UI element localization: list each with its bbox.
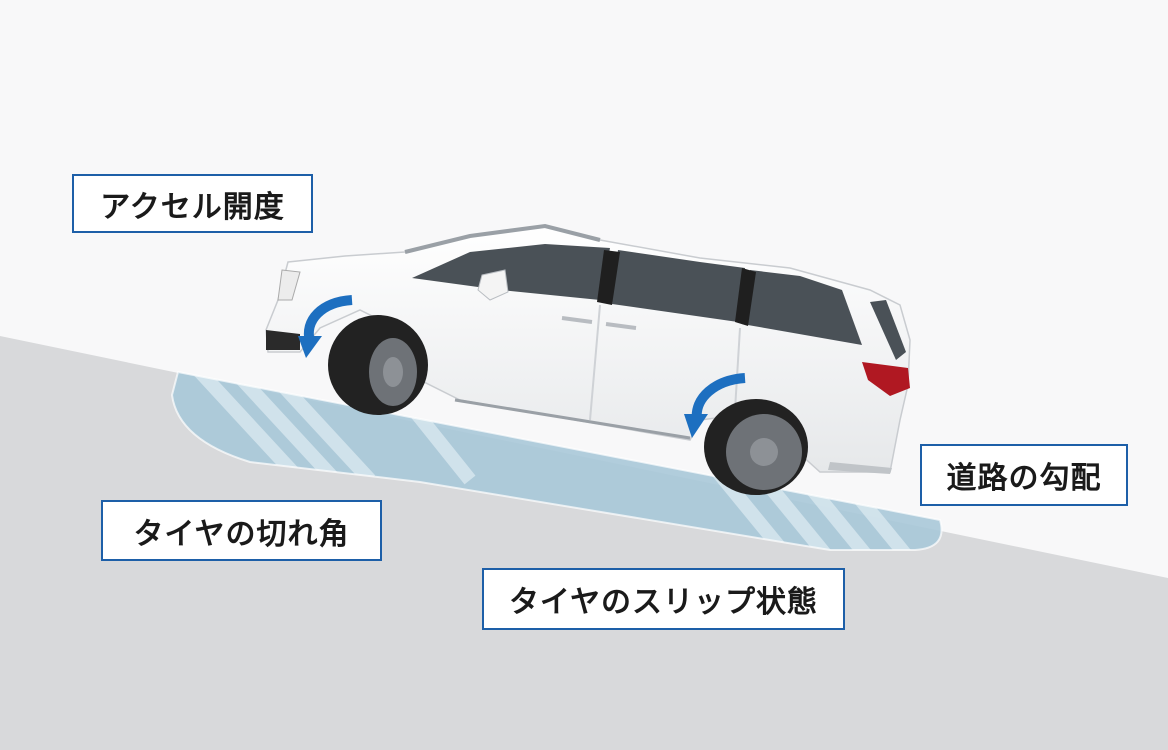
- rotation-arrow-icon: [298, 295, 353, 358]
- label-accelerator: アクセル開度: [72, 174, 313, 233]
- tail-light: [862, 362, 910, 396]
- front-wheel: [328, 315, 428, 415]
- middle-window: [612, 250, 745, 322]
- label-road-gradient: 道路の勾配: [920, 444, 1128, 506]
- front-window: [412, 244, 610, 300]
- rear-window: [742, 270, 862, 345]
- label-slip-state: タイヤのスリップ状態: [482, 568, 845, 630]
- side-mirror: [477, 269, 509, 301]
- label-steering-angle: タイヤの切れ角: [101, 500, 382, 561]
- car-illustration: [265, 223, 911, 495]
- rotation-arrow-icon: [684, 373, 746, 438]
- rear-wheel: [704, 399, 808, 495]
